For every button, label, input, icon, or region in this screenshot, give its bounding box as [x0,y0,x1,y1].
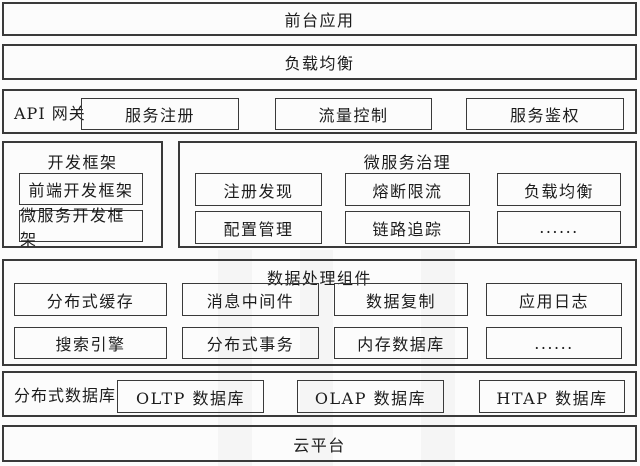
component-box: 微服务开发框架 [19,206,143,249]
component-box: 搜索引擎 [14,327,167,359]
section-title: 微服务治理 [363,153,452,172]
component-box: 分布式缓存 [14,283,167,316]
component-box: 前端开发框架 [19,173,143,205]
component-box: ...... [486,327,622,359]
component-box: 注册发现 [195,173,322,206]
component-box: 链路追踪 [345,211,470,244]
component-box: 消息中间件 [182,283,319,316]
component-box: 服务鉴权 [466,98,624,130]
section-governance: 微服务治理 注册发现 熔断限流 负载均衡 配置管理 链路追踪 ...... [178,141,637,248]
section-title: 开发框架 [47,153,118,172]
section-dev-framework: 开发框架 前端开发框架 微服务开发框架 [2,141,163,249]
component-box: HTAP 数据库 [479,380,625,413]
layer-label: API 网关 [14,103,86,123]
component-box: 分布式事务 [182,327,319,359]
component-box: 流量控制 [275,98,432,130]
component-box: OLAP 数据库 [297,380,444,413]
layer-api-gateway: API 网关 服务注册 流量控制 服务鉴权 [2,89,637,134]
component-box: OLTP 数据库 [117,380,264,413]
component-box: 熔断限流 [345,173,470,206]
section-data-components: 数据处理组件 分布式缓存 消息中间件 数据复制 应用日志 搜索引擎 分布式事务 … [2,259,637,366]
component-box: 内存数据库 [334,327,468,359]
layer-cloud-platform: 云平台 [2,425,637,462]
component-box: ...... [497,211,621,244]
layer-distributed-db: 分布式数据库 OLTP 数据库 OLAP 数据库 HTAP 数据库 [2,371,637,417]
component-box: 服务注册 [81,98,239,130]
component-box: 负载均衡 [497,173,621,206]
component-box: 应用日志 [486,283,622,316]
layer-load-balance: 负载均衡 [2,44,637,80]
layer-label: 分布式数据库 [14,386,117,405]
layer-front-app: 前台应用 [2,2,637,36]
component-box: 数据复制 [334,283,468,316]
component-box: 配置管理 [195,211,322,244]
